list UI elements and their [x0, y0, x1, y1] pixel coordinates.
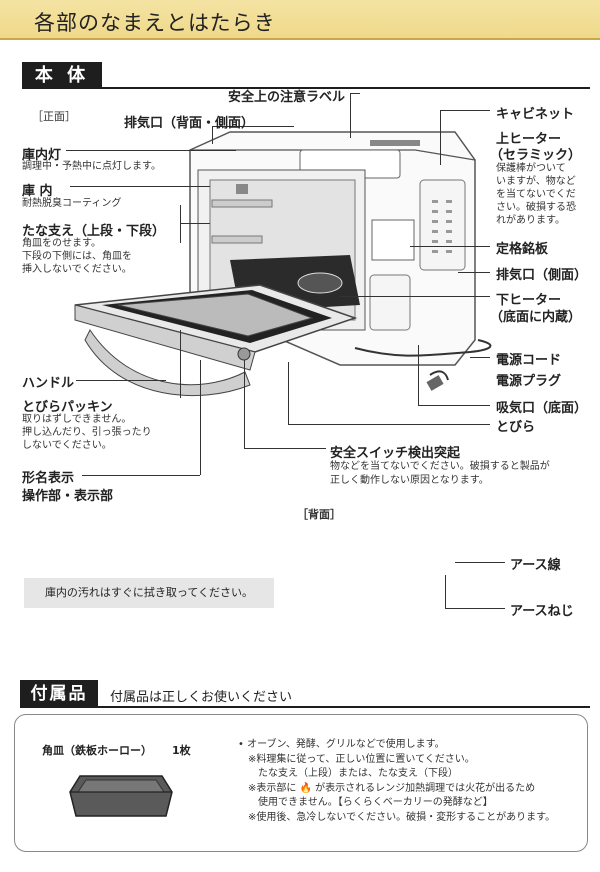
- label-power-plug: 電源プラグ: [496, 374, 562, 389]
- accessories-subtitle: 付属品は正しくお使いください: [110, 690, 293, 705]
- desc-shelf-support-3: 挿入しないでください。: [22, 264, 132, 275]
- section-title-main-unit: 本 体: [22, 62, 102, 89]
- cleaning-notice: 庫内の汚れはすぐに拭き取ってください。: [24, 578, 274, 608]
- section-divider: [98, 706, 590, 708]
- label-handle: ハンドル: [22, 376, 75, 391]
- section-divider: [102, 87, 590, 89]
- desc-shelf-support-2: 下段の下側には、角皿を: [22, 251, 132, 262]
- label-control-display: 操作部・表示部: [22, 489, 114, 504]
- desc-safety-switch-2: 正しく動作しない原因となります。: [330, 475, 489, 486]
- accessory-qty: 1枚: [172, 744, 191, 757]
- accessory-name: 角皿（鉄板ホーロー）: [42, 744, 152, 757]
- label-upper-heater: 上ヒーター: [496, 132, 562, 147]
- label-door-gasket: とびらパッキン: [22, 400, 113, 415]
- desc-upper-heater-4: さい。破損する恐: [496, 202, 576, 213]
- label-safety-switch: 安全スイッチ検出突起: [330, 446, 461, 461]
- rear-view-label: ［背面］: [297, 508, 341, 521]
- label-ground-screw: アースねじ: [510, 604, 574, 619]
- front-view-label: ［正面］: [32, 110, 76, 123]
- accessory-note-3: たな支え（上段）または、たな支え（下段）: [258, 768, 458, 779]
- accessory-note-4: ※表示部に 🔥 が表示されるレンジ加熱調理では火花が出るため: [248, 783, 536, 794]
- desc-door-gasket-3: しないでください。: [22, 440, 112, 451]
- label-safety-label: 安全上の注意ラベル: [228, 90, 346, 105]
- label-cabinet: キャビネット: [496, 107, 575, 122]
- label-interior-light: 庫内灯: [22, 148, 62, 163]
- oven-illustration: [74, 131, 492, 397]
- page-header: [0, 0, 600, 40]
- tray-illustration: [69, 775, 173, 817]
- label-model-display: 形名表示: [22, 471, 75, 486]
- label-power-cord: 電源コード: [496, 353, 562, 368]
- label-shelf-support: たな支え（上段・下段）: [22, 224, 166, 239]
- accessory-note-5: 使用できません。【らくらくベーカリーの発酵など】: [258, 797, 493, 808]
- desc-shelf-support-1: 角皿をのせます。: [22, 238, 101, 249]
- accessory-note-1: • オーブン、発酵、グリルなどで使用します。: [238, 739, 445, 750]
- desc-upper-heater-2: いますが、物など: [496, 176, 576, 187]
- label-interior: 庫 内: [22, 184, 53, 199]
- desc-interior-light: 調理中・予熱中に点灯します。: [22, 161, 161, 172]
- desc-safety-switch-1: 物などを当てないでください。破損すると製品が: [330, 461, 550, 472]
- desc-door-gasket-2: 押し込んだり、引っ張ったり: [22, 427, 152, 438]
- accessory-note-6: ※使用後、急冷しないでください。破損・変形することがあります。: [248, 812, 556, 823]
- label-lower-heater-sub: （底面に内蔵）: [490, 310, 582, 325]
- page-title: 各部のなまえとはたらき: [34, 11, 276, 35]
- accessory-note-2: ※料理集に従って、正しい位置に置いてください。: [248, 754, 475, 765]
- label-door: とびら: [496, 420, 536, 435]
- label-upper-heater-sub: （セラミック）: [490, 148, 582, 163]
- label-intake: 吸気口（底面）: [496, 401, 588, 416]
- section-title-accessories: 付属品: [20, 680, 98, 708]
- desc-upper-heater-5: れがあります。: [496, 215, 565, 226]
- desc-upper-heater-1: 保護棒がついて: [496, 163, 566, 174]
- label-exhaust-back-side: 排気口（背面・側面）: [124, 116, 255, 131]
- label-lower-heater: 下ヒーター: [496, 293, 562, 308]
- desc-door-gasket-1: 取りはずしできません。: [22, 414, 132, 425]
- label-exhaust-side: 排気口（側面）: [496, 268, 588, 283]
- accessory-box: [14, 714, 588, 852]
- label-rating-plate: 定格銘板: [496, 242, 549, 257]
- desc-interior: 耐熱脱臭コーティング: [22, 198, 122, 209]
- desc-upper-heater-3: を当てないでくだ: [496, 189, 576, 200]
- label-ground-wire: アース線: [510, 558, 561, 573]
